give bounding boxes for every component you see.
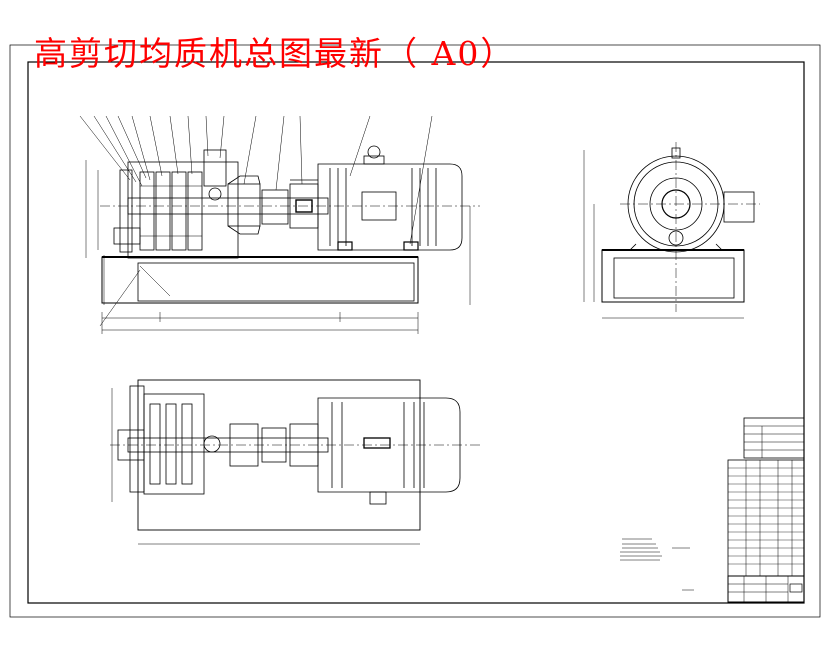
title-block: [727, 417, 805, 603]
top-motor: [317, 397, 461, 505]
side-view: [583, 142, 760, 319]
outer-border: [9, 44, 821, 618]
technical-notes: [620, 538, 694, 591]
mixing-head-housing: [127, 161, 239, 259]
top-view: [110, 379, 480, 545]
spec-table: [743, 417, 805, 459]
front-motor: [317, 145, 463, 251]
front-base-frame: [101, 256, 419, 304]
side-terminal-box: [723, 191, 755, 223]
top-base-frame: [137, 379, 421, 531]
parts-list-table: [727, 459, 805, 577]
drawing-title: 高剪切均质机总图最新（ A0）: [34, 34, 516, 73]
motor-lifting-eye: [367, 145, 381, 159]
front-base-panel: [137, 262, 415, 302]
front-coupling: [261, 189, 289, 225]
top-mixing-head: [143, 393, 205, 495]
inner-border: [27, 61, 805, 604]
front-view: [79, 115, 480, 334]
